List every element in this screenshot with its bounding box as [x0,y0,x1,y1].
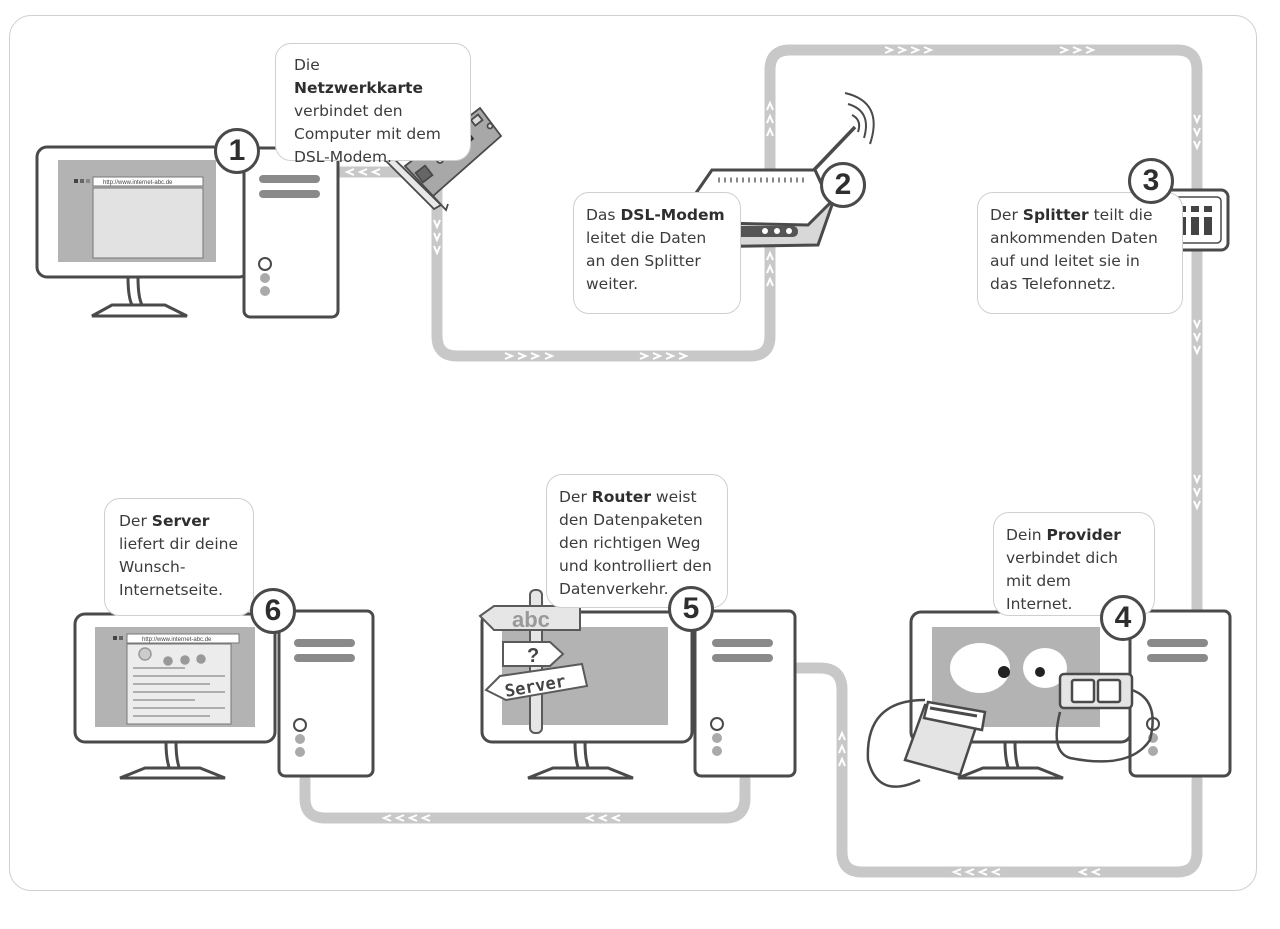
term-splitter: Splitter [1022,206,1089,224]
step-badge-4: 4 [1100,595,1146,641]
signpost-abc: abc [512,607,550,632]
callout-network-card: Die Netzwerkkarte verbindet den Computer… [275,43,471,166]
signpost-question: ? [527,645,539,667]
monitor-stand-6 [119,766,226,780]
tower-4 [1128,609,1232,778]
step-badge-1: 1 [214,128,260,174]
step-badge-3: 3 [1128,158,1174,204]
term-server: Server [151,512,210,530]
data-path-arrows [344,46,1201,876]
computer-6-server [73,609,375,780]
callout-server: Der Server liefert dir deine Wunsch-Inte… [104,498,254,616]
monitor-stand-4 [957,766,1064,780]
term-provider: Provider [1046,526,1121,544]
computer-1 [35,145,340,319]
monitor-stand-1 [91,303,188,318]
tower-1 [242,146,340,319]
path-nic-to-modem [334,44,1203,616]
tower-5 [693,609,797,778]
tower-6 [277,609,375,778]
data-path-lines [299,44,1203,878]
monitor-stand-5 [527,766,634,780]
diagram-frame [9,15,1257,891]
callout-dsl-modem: Das DSL-Modem leitet die Daten an den Sp… [573,192,741,314]
path-router-to-server [299,774,751,824]
screen-1-url: http://www.internet-abc.de [103,180,173,186]
callout-splitter: Der Splitter teilt die ankommenden Daten… [977,192,1183,314]
term-dsl-modem: DSL-Modem [620,206,725,224]
term-router: Router [591,488,651,506]
path-provider-to-router [791,662,1203,878]
step-badge-6: 6 [250,588,296,634]
screen-6-url: http://www.internet-abc.de [142,637,212,643]
step-badge-5: 5 [668,586,714,632]
signpost-icon [478,589,589,734]
cable-plugs-icon [866,672,1154,788]
term-netzwerkkarte: Netzwerkkarte [294,79,424,97]
step-badge-2: 2 [820,162,866,208]
callout-router: Der Router weist den Datenpaketen den ri… [546,474,728,608]
